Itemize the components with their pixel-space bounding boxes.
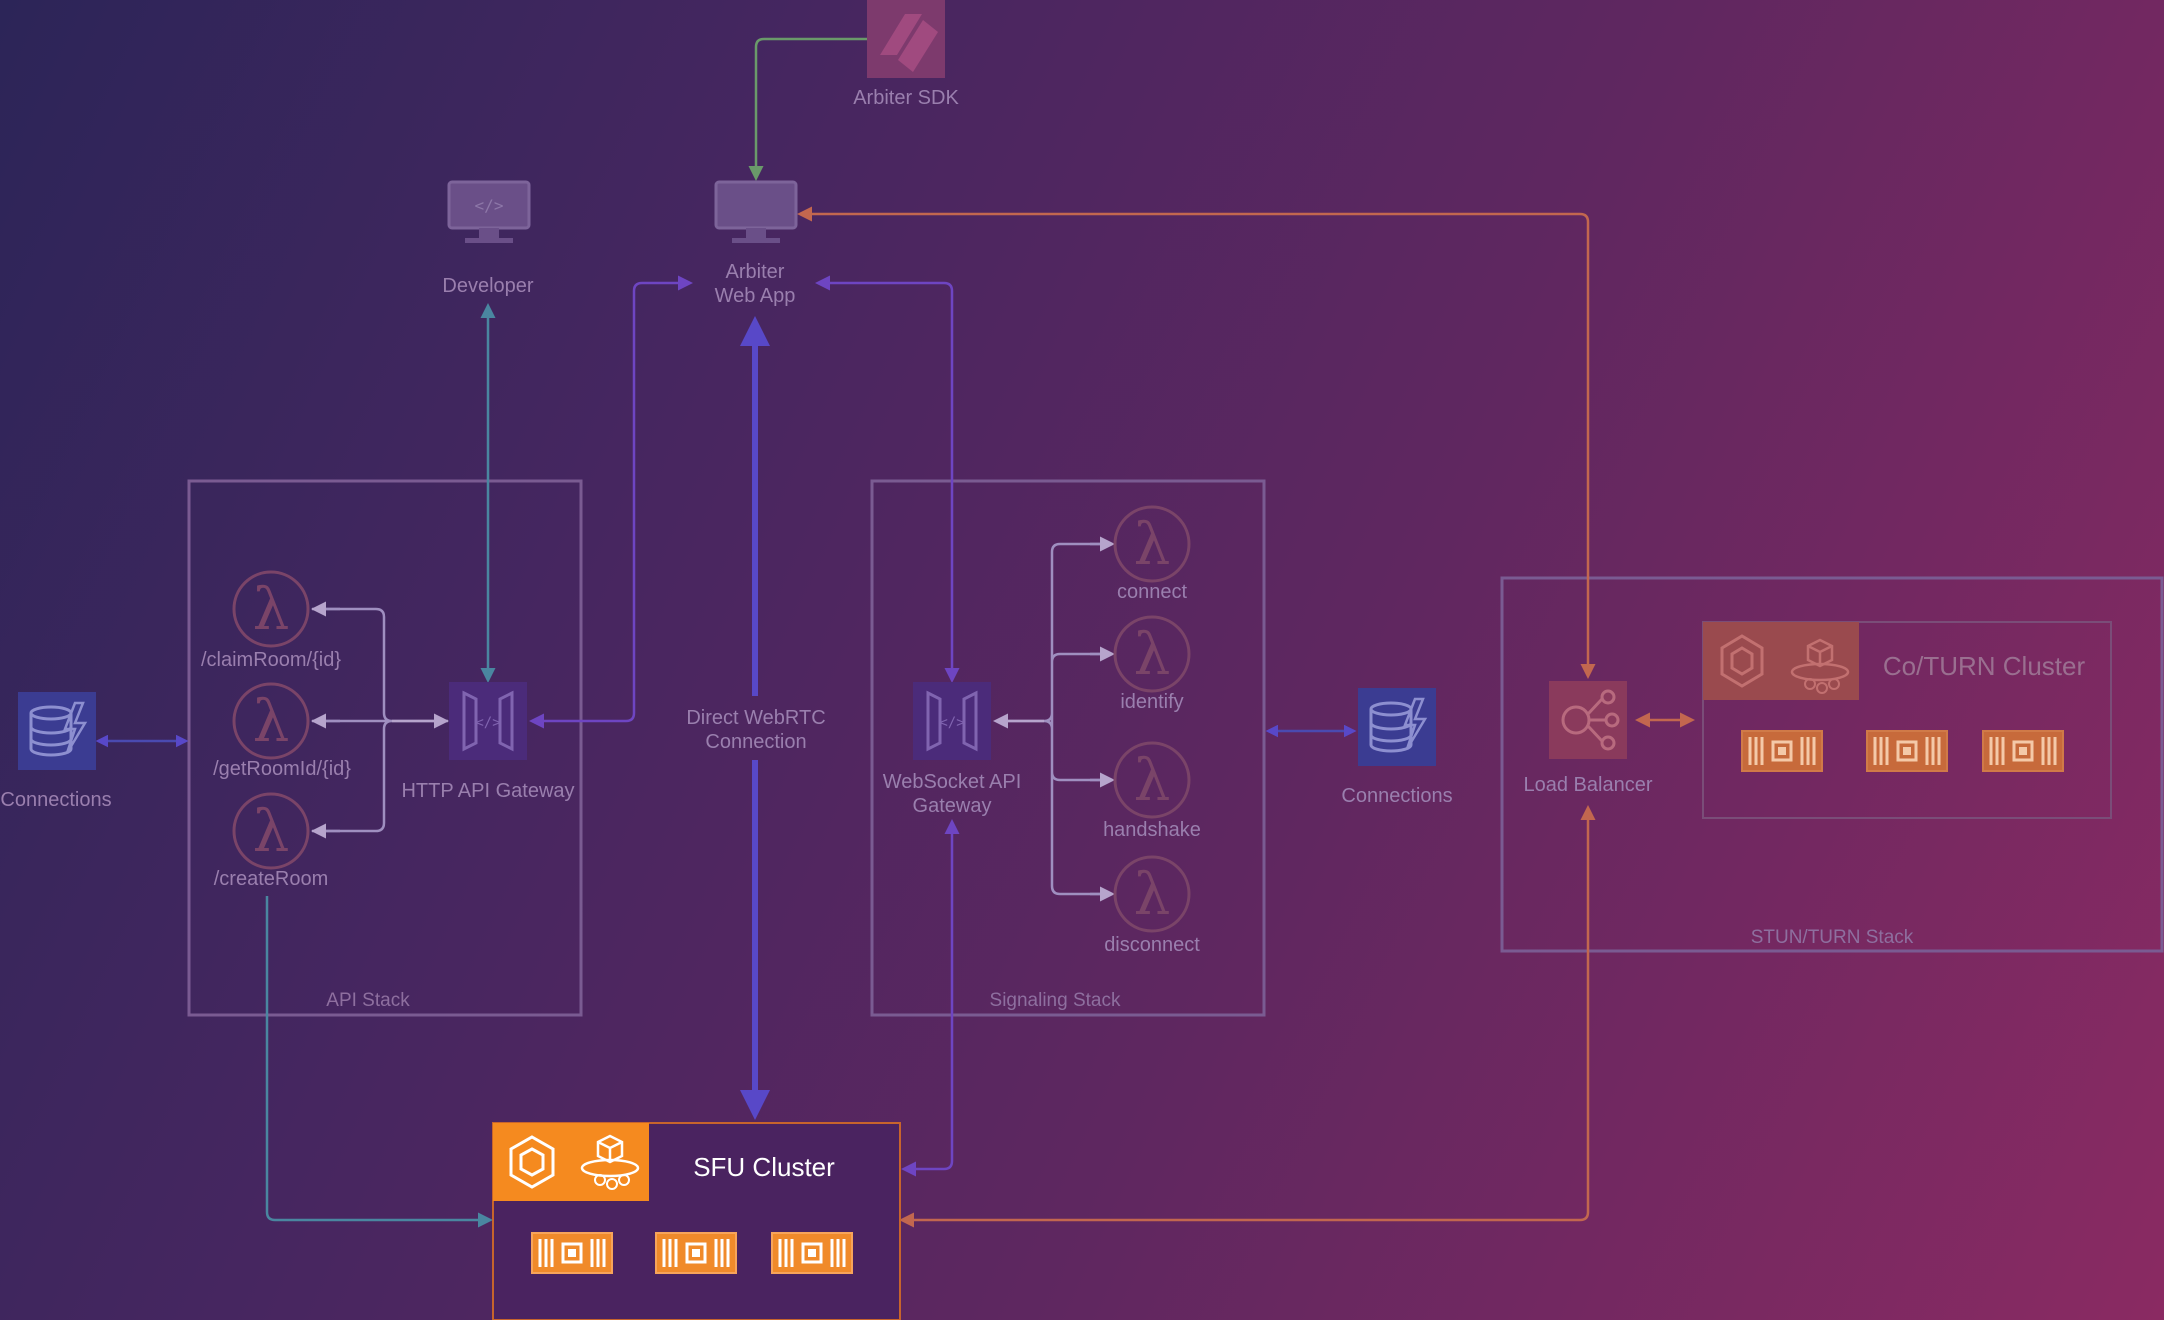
signaling-stack-label: Signaling Stack <box>990 990 1121 1011</box>
api-stack-label: API Stack <box>326 990 410 1011</box>
lambda-connect: connect <box>1113 505 1191 603</box>
web-app-label-line1: Arbiter <box>726 261 785 283</box>
websocket-api-gateway-node: WebSocket API Gateway <box>883 680 1022 817</box>
http-api-webapp-connector <box>529 275 693 729</box>
lambda-icon <box>232 570 310 648</box>
webapp-to-loadbalancer-connector <box>797 206 1596 679</box>
chip-icon <box>654 1231 738 1275</box>
connections-right-node: Connections <box>1341 686 1453 807</box>
createroom-to-sfu-connector <box>265 896 493 1228</box>
stun-turn-stack-box <box>1500 576 2164 953</box>
svg-text:</>: </> <box>475 196 504 215</box>
lambda-getroomid: /getRoomId/{id} <box>213 682 351 780</box>
arbiter-sdk-node: Arbiter SDK <box>853 0 959 109</box>
sdk-to-webapp-connector <box>748 37 867 181</box>
lambda-disconnect: disconnect <box>1104 855 1200 956</box>
lambda-handshake-label: handshake <box>1103 819 1201 841</box>
lambda-claimroom: /claimRoom/{id} <box>201 570 341 671</box>
http-api-gateway-label: HTTP API Gateway <box>401 780 574 802</box>
websocket-webapp-connector <box>815 275 960 683</box>
sdk-logo-mark <box>880 14 938 72</box>
coturn-cluster-label: Co/TURN Cluster <box>1883 651 2086 681</box>
coturn-cluster-box <box>1702 621 2112 819</box>
chip-icon <box>770 1231 854 1275</box>
lambda-icon <box>1113 741 1191 819</box>
websocket-sfu-connector <box>901 819 960 1177</box>
dynamodb-icon <box>16 690 98 772</box>
lambda-icon <box>232 682 310 760</box>
api-gateway-icon <box>447 680 529 762</box>
api-gateway-icon <box>911 680 993 762</box>
load-balancer-node: Load Balancer <box>1524 681 1653 796</box>
lambda-icon <box>1113 505 1191 583</box>
lambda-disconnect-label: disconnect <box>1104 934 1200 956</box>
monitor-icon <box>714 180 798 245</box>
lambda-icon <box>1113 855 1191 933</box>
lambda-identify: identify <box>1113 615 1191 713</box>
chip-icon <box>1740 729 1824 773</box>
chip-icon <box>1981 729 2065 773</box>
ecs-icon <box>1703 622 1781 700</box>
http-api-gateway-node: HTTP API Gateway <box>401 680 575 802</box>
coturn-cluster-header: Co/TURN Cluster <box>1703 622 2085 700</box>
ecs-icon <box>493 1123 571 1201</box>
connections-left-node: Connections <box>0 690 112 811</box>
lambda-identify-label: identify <box>1120 691 1183 713</box>
chip-icon <box>530 1231 614 1275</box>
websocket-to-lambdas-connector <box>1000 542 1110 896</box>
developer-label: Developer <box>442 275 534 297</box>
dynamodb-icon <box>1356 686 1438 768</box>
connections-left-label: Connections <box>0 789 111 811</box>
lambda-claimroom-label: /claimRoom/{id} <box>201 649 341 671</box>
arbiter-web-app-node: Arbiter Web App <box>714 180 798 307</box>
direct-webrtc-label-line2: Connection <box>705 731 806 753</box>
load-balancer-label: Load Balancer <box>1524 774 1653 796</box>
sfu-cluster-label: SFU Cluster <box>693 1152 835 1182</box>
lambda-icon <box>1113 615 1191 693</box>
websocket-label-line2: Gateway <box>913 795 992 817</box>
api-stack-box <box>187 479 583 1017</box>
lambda-connect-label: connect <box>1117 581 1187 603</box>
lambda-createroom: /createRoom <box>214 792 329 890</box>
arbiter-sdk-label: Arbiter SDK <box>853 87 959 109</box>
websocket-label-line1: WebSocket API <box>883 771 1022 793</box>
lambda-handshake: handshake <box>1103 741 1201 841</box>
chip-icon <box>1865 729 1949 773</box>
web-app-label-line2: Web App <box>715 285 796 307</box>
lambda-getroomid-label: /getRoomId/{id} <box>213 758 351 780</box>
developer-node: </> Developer <box>442 180 534 297</box>
stun-turn-stack-label: STUN/TURN Stack <box>1751 927 1914 948</box>
connections-right-label: Connections <box>1341 785 1452 807</box>
lambda-icon <box>232 792 310 870</box>
sfu-cluster: SFU Cluster <box>492 1122 901 1320</box>
loadbalancer-to-sfu-connector <box>899 805 1596 1228</box>
lambda-createroom-label: /createRoom <box>214 868 329 890</box>
direct-webrtc-label-line1: Direct WebRTC <box>686 707 825 729</box>
monitor-icon: </> <box>447 180 531 245</box>
